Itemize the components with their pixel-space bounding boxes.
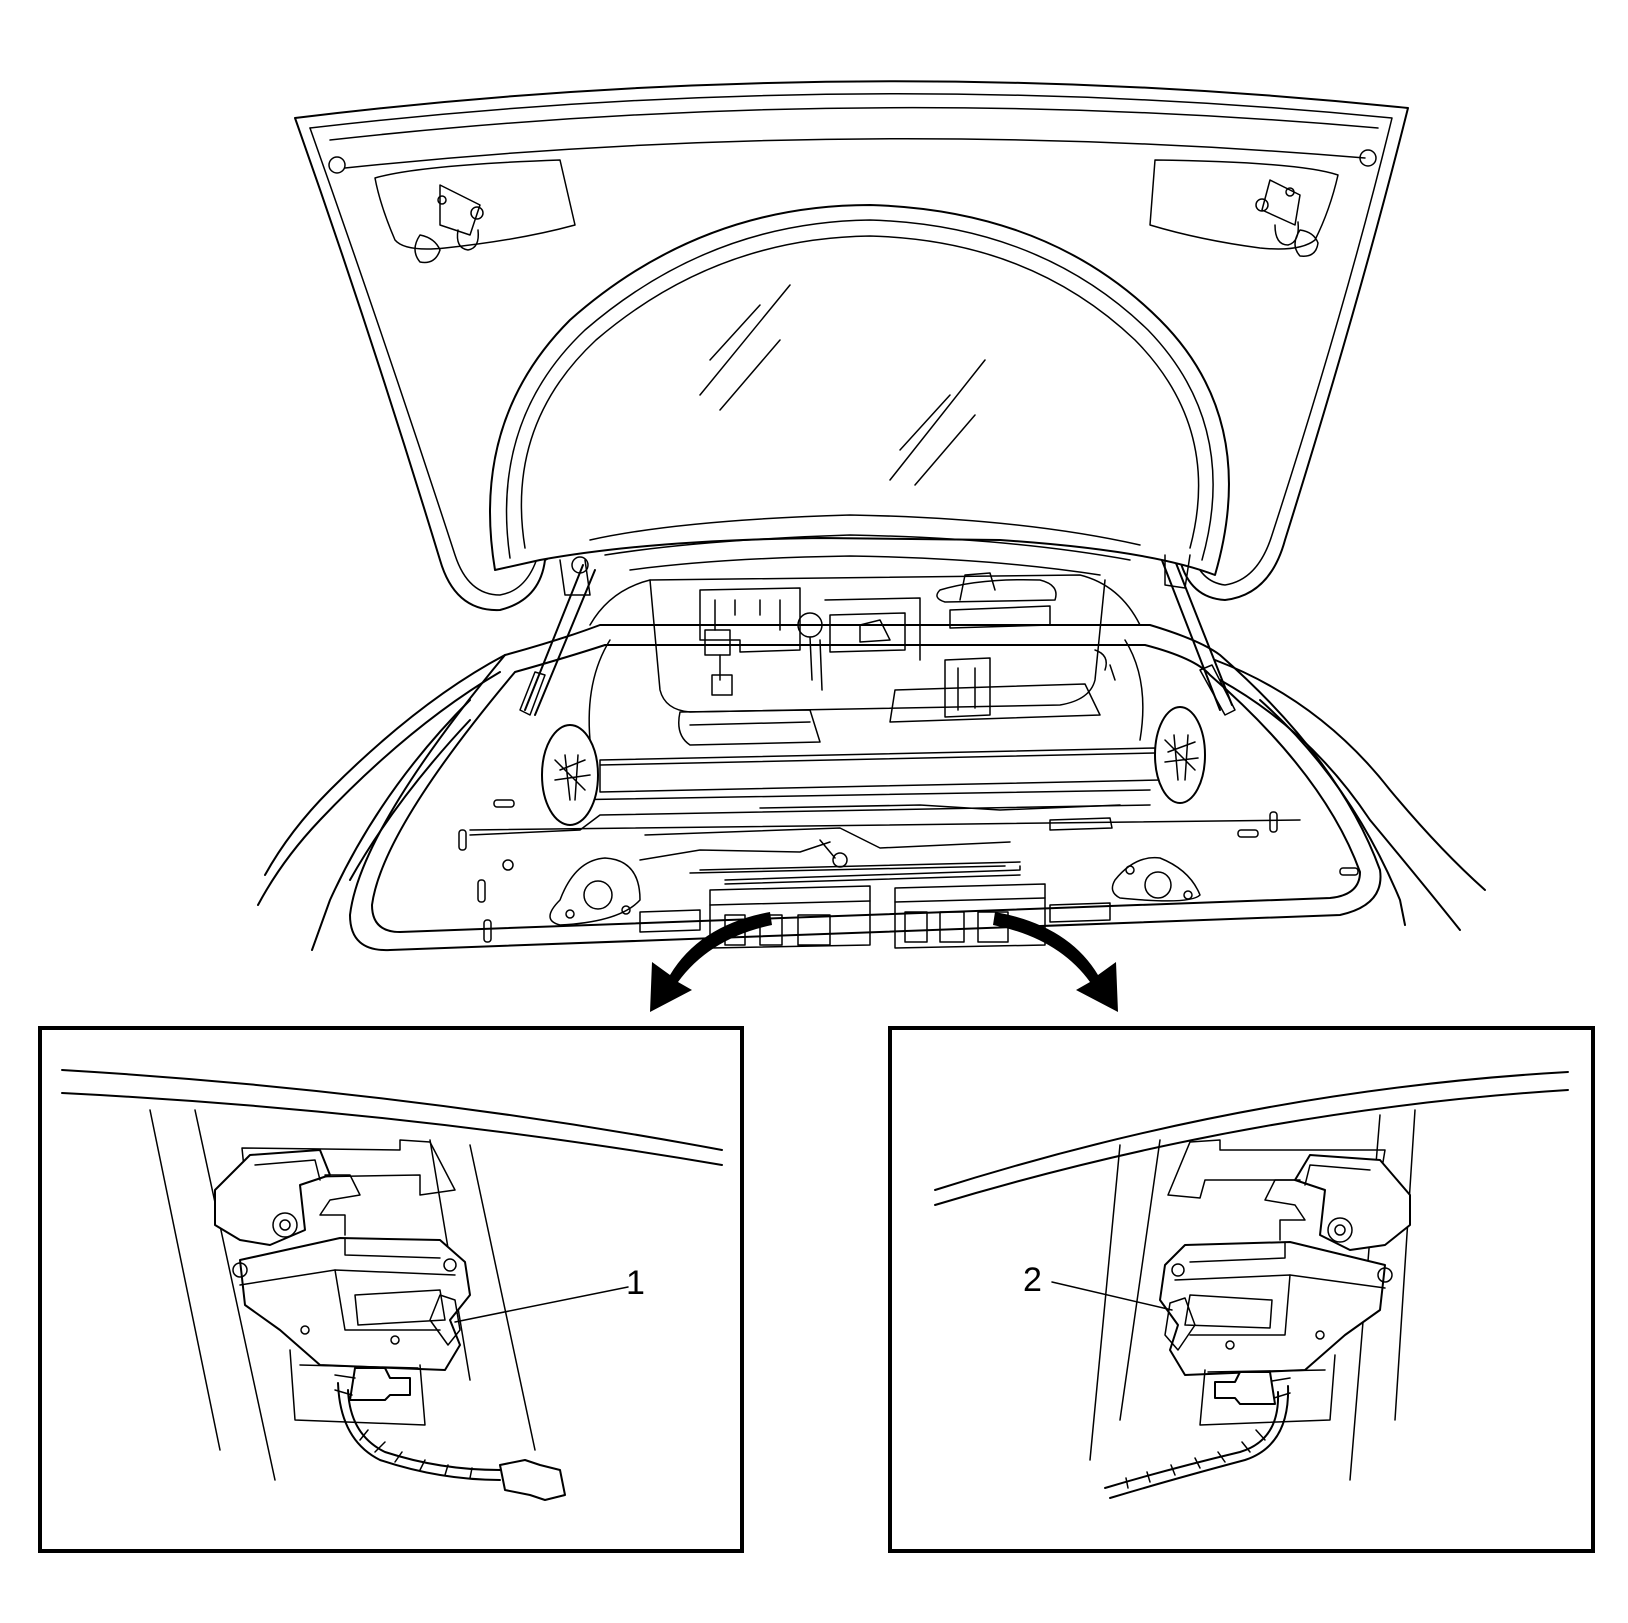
- rear-window: [489, 204, 1230, 576]
- inset-right: [888, 1026, 1595, 1553]
- speaker-right: [1154, 706, 1206, 804]
- lid-inner-panel: [328, 149, 1377, 264]
- arrow-right: [993, 912, 1118, 1012]
- callout-2: 2: [1023, 1261, 1042, 1299]
- main-view-trunk-open: [257, 80, 1486, 1012]
- speaker-left: [541, 724, 599, 826]
- lid-lower-trim: [559, 514, 1191, 596]
- trunk-floor: [458, 747, 1359, 949]
- body-side-left: [257, 654, 506, 951]
- callout-1: 1: [626, 1264, 645, 1302]
- rear-compartment: [588, 572, 1144, 746]
- arrow-left: [650, 912, 772, 1012]
- inset-left: [38, 1026, 744, 1553]
- strut-left: [519, 556, 596, 716]
- trunk-opening: [349, 624, 1382, 952]
- body-side-right: [1214, 659, 1486, 931]
